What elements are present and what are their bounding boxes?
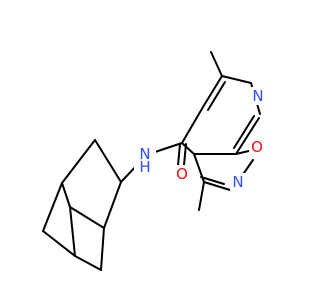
bond <box>61 182 71 208</box>
bond <box>69 206 76 257</box>
bond <box>177 143 181 166</box>
isoxazole-nitrogen-label: N <box>232 173 243 191</box>
bond <box>198 181 205 211</box>
bond <box>207 81 226 111</box>
amide-nitrogen-label: N <box>139 145 150 163</box>
bond <box>210 51 223 77</box>
bond <box>202 75 223 108</box>
bond <box>203 181 231 191</box>
isoxazolopyridine-core <box>181 51 261 211</box>
bond <box>61 139 96 184</box>
bond <box>181 142 195 155</box>
bond <box>233 115 255 149</box>
isoxazole-oxygen-label: O <box>251 138 263 156</box>
bond <box>42 182 63 232</box>
bond <box>151 142 183 154</box>
bond <box>221 75 252 84</box>
molecule-canvas: N H O N O N <box>42 51 266 271</box>
bond <box>235 117 260 155</box>
bond <box>200 176 225 185</box>
amide-hydrogen-label: H <box>139 158 150 176</box>
bond <box>103 181 122 229</box>
bond <box>100 227 105 271</box>
bond <box>69 206 105 229</box>
atom-labels: N H O N O N <box>134 87 266 191</box>
adamantane-cage <box>42 139 122 271</box>
bond <box>74 255 102 271</box>
pyridine-nitrogen-label: N <box>252 87 263 105</box>
bond <box>42 230 76 257</box>
carbonyl-oxygen-label: O <box>176 165 188 183</box>
bond <box>94 139 122 183</box>
molecule-structure-diagram: N H O N O N <box>42 51 266 271</box>
bond <box>181 106 204 144</box>
